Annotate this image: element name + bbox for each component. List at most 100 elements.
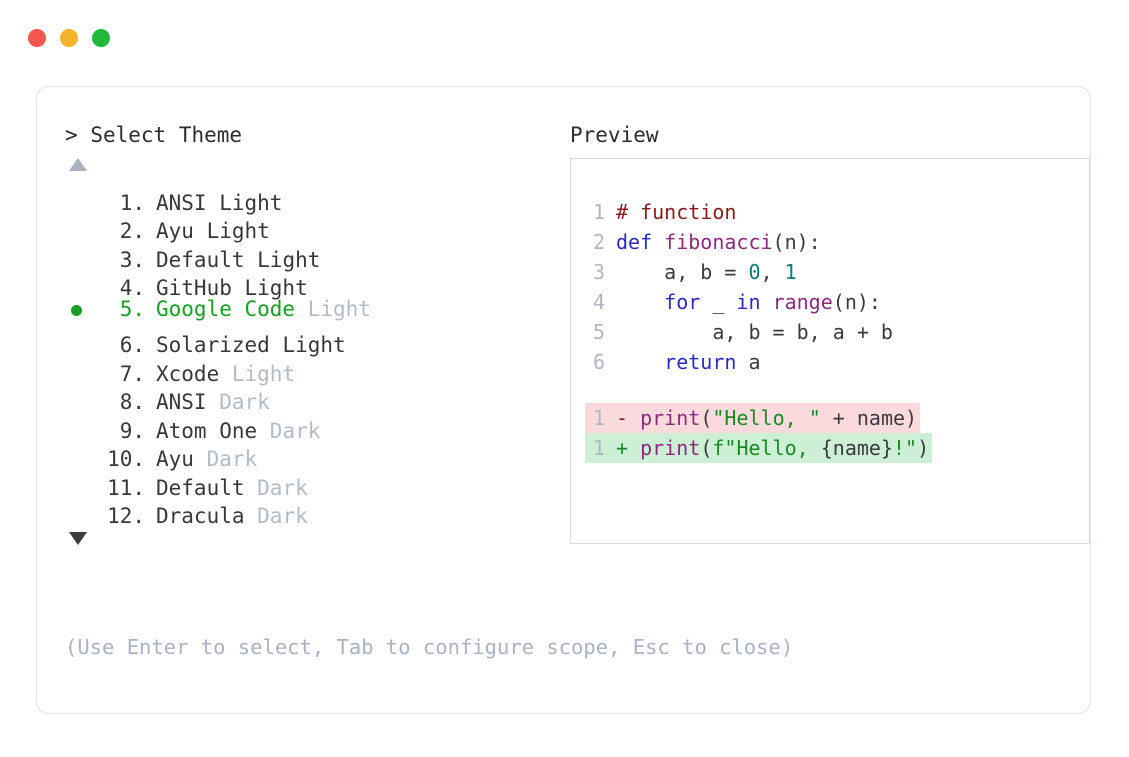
maximize-window-icon[interactable]	[92, 29, 110, 47]
theme-variant-label: Light	[193, 219, 270, 243]
theme-variant-label: Dark	[257, 418, 321, 443]
selection-bullet-cell	[65, 238, 99, 267]
selected-bullet-icon	[71, 305, 82, 316]
code-token: (	[700, 406, 713, 430]
line-number: 6	[592, 350, 605, 374]
code-token: (n):	[772, 230, 821, 254]
scroll-up-arrow-icon[interactable]	[69, 157, 87, 171]
theme-list-item[interactable]: 9.Atom One Dark	[65, 409, 535, 443]
theme-name: Xcode	[156, 361, 220, 386]
code-token: + name)	[820, 406, 918, 430]
theme-list-item[interactable]: 1.ANSI Light	[65, 181, 535, 215]
theme-name-cell: Xcode Light	[145, 360, 295, 389]
theme-name-cell: Google Code Light	[145, 295, 371, 324]
code-token: print	[640, 436, 701, 460]
theme-name: Default	[156, 247, 245, 272]
code-line: 3 a, b = 0, 1	[571, 257, 1089, 287]
theme-index: 5.	[107, 297, 145, 321]
code-token: _	[700, 290, 737, 314]
theme-list[interactable]: 1.ANSI Light 2.Ayu Light 3.Default Light…	[65, 181, 535, 528]
theme-list-item[interactable]: 6.Solarized Light	[65, 324, 535, 357]
selection-bullet-cell	[65, 296, 99, 325]
diff-sign: +	[616, 436, 641, 460]
line-number: 1	[592, 200, 605, 224]
page-title: Select Theme	[90, 123, 243, 147]
theme-name-cell: ANSI Dark	[145, 388, 270, 417]
code-token: # function	[616, 200, 737, 224]
theme-index: 10.	[107, 447, 145, 471]
selection-bullet-cell	[65, 324, 99, 353]
line-number: 1	[592, 406, 605, 430]
selection-bullet-cell	[65, 466, 99, 495]
theme-variant-label: Dark	[206, 390, 270, 414]
theme-variant-label: Dark	[244, 475, 308, 500]
close-window-icon[interactable]	[28, 29, 46, 47]
diff-line-del: 1 - print("Hello, " + name)	[571, 403, 1089, 433]
selection-bullet-cell	[65, 381, 99, 410]
code-line: 4 for _ in range(n):	[571, 287, 1089, 317]
theme-list-item[interactable]: 5.Google Code Light	[65, 295, 535, 324]
theme-index: 6.	[107, 333, 145, 357]
code-line-text: for _ in range(n):	[616, 287, 881, 317]
code-line-text: a, b = 0, 1	[616, 257, 797, 287]
code-token: print	[640, 406, 701, 430]
code-token: in	[736, 290, 761, 314]
theme-name: GitHub	[156, 276, 232, 300]
scroll-down-arrow-icon[interactable]	[69, 531, 87, 545]
window-titlebar	[0, 0, 1129, 76]
code-token: def	[616, 230, 665, 254]
code-token: for	[664, 290, 701, 314]
theme-index: 7.	[107, 361, 145, 386]
theme-list-item[interactable]: 2.Ayu Light	[65, 210, 535, 243]
code-token: 1	[784, 260, 797, 284]
theme-picker-body: > Select Theme 1.ANSI Light 2.Ayu Light …	[37, 87, 1090, 713]
theme-list-item[interactable]: 12.Dracula Dark	[65, 495, 535, 528]
theme-name: Dracula	[156, 504, 245, 528]
theme-name-cell: Dracula Dark	[145, 502, 308, 531]
code-token: )	[917, 436, 930, 460]
code-token: (n):	[832, 290, 881, 314]
theme-picker-card: > Select Theme 1.ANSI Light 2.Ayu Light …	[36, 86, 1091, 714]
code-token: a	[736, 350, 761, 374]
theme-name-cell: GitHub Light	[145, 274, 308, 303]
theme-index: 4.	[107, 276, 145, 300]
theme-name: Solarized	[156, 333, 270, 357]
code-token	[616, 350, 664, 374]
code-line-text: a, b = b, a + b	[616, 317, 893, 347]
theme-list-item[interactable]: 10.Ayu Dark	[65, 438, 535, 471]
theme-name-cell: Atom One Dark	[145, 417, 320, 446]
code-line-text: # function	[616, 197, 736, 227]
code-token: a, b =	[616, 260, 749, 284]
theme-list-item[interactable]: 4.GitHub Light	[65, 267, 535, 300]
scroll-up-row[interactable]	[65, 149, 535, 179]
theme-list-item[interactable]: 7.Xcode Light	[65, 352, 535, 386]
theme-variant-label: Light	[219, 361, 296, 386]
code-line: 6 return a	[571, 347, 1089, 377]
code-line: 1 # function	[571, 197, 1089, 227]
code-token: {name}	[820, 436, 893, 460]
code-token: 0	[748, 260, 761, 284]
theme-list-item[interactable]: 11.Default Dark	[65, 466, 535, 500]
theme-name: Atom One	[156, 418, 258, 443]
theme-list-item[interactable]: 3.Default Light	[65, 238, 535, 272]
preview-label: Preview	[570, 123, 659, 147]
theme-name: Google Code	[156, 297, 296, 321]
theme-index: 11.	[107, 475, 145, 500]
theme-name-cell: ANSI Light	[145, 189, 282, 218]
minimize-window-icon[interactable]	[60, 29, 78, 47]
line-number: 3	[592, 260, 605, 284]
scroll-down-row[interactable]	[65, 523, 535, 553]
diff-line-text: - print("Hello, " + name)	[616, 403, 921, 433]
diff-block: 1- print("Hello, " + name)1+ print(f"Hel…	[571, 403, 1089, 463]
code-token: fibonacci	[664, 230, 773, 254]
code-line: 5 a, b = b, a + b	[571, 317, 1089, 347]
code-token: "Hello, "	[712, 406, 821, 430]
theme-list-item[interactable]: 8.ANSI Dark	[65, 381, 535, 414]
line-number: 4	[592, 290, 605, 314]
theme-variant-label: Light	[295, 297, 371, 321]
theme-list-column: > Select Theme 1.ANSI Light 2.Ayu Light …	[65, 121, 535, 553]
theme-variant-label: Light	[206, 190, 283, 215]
